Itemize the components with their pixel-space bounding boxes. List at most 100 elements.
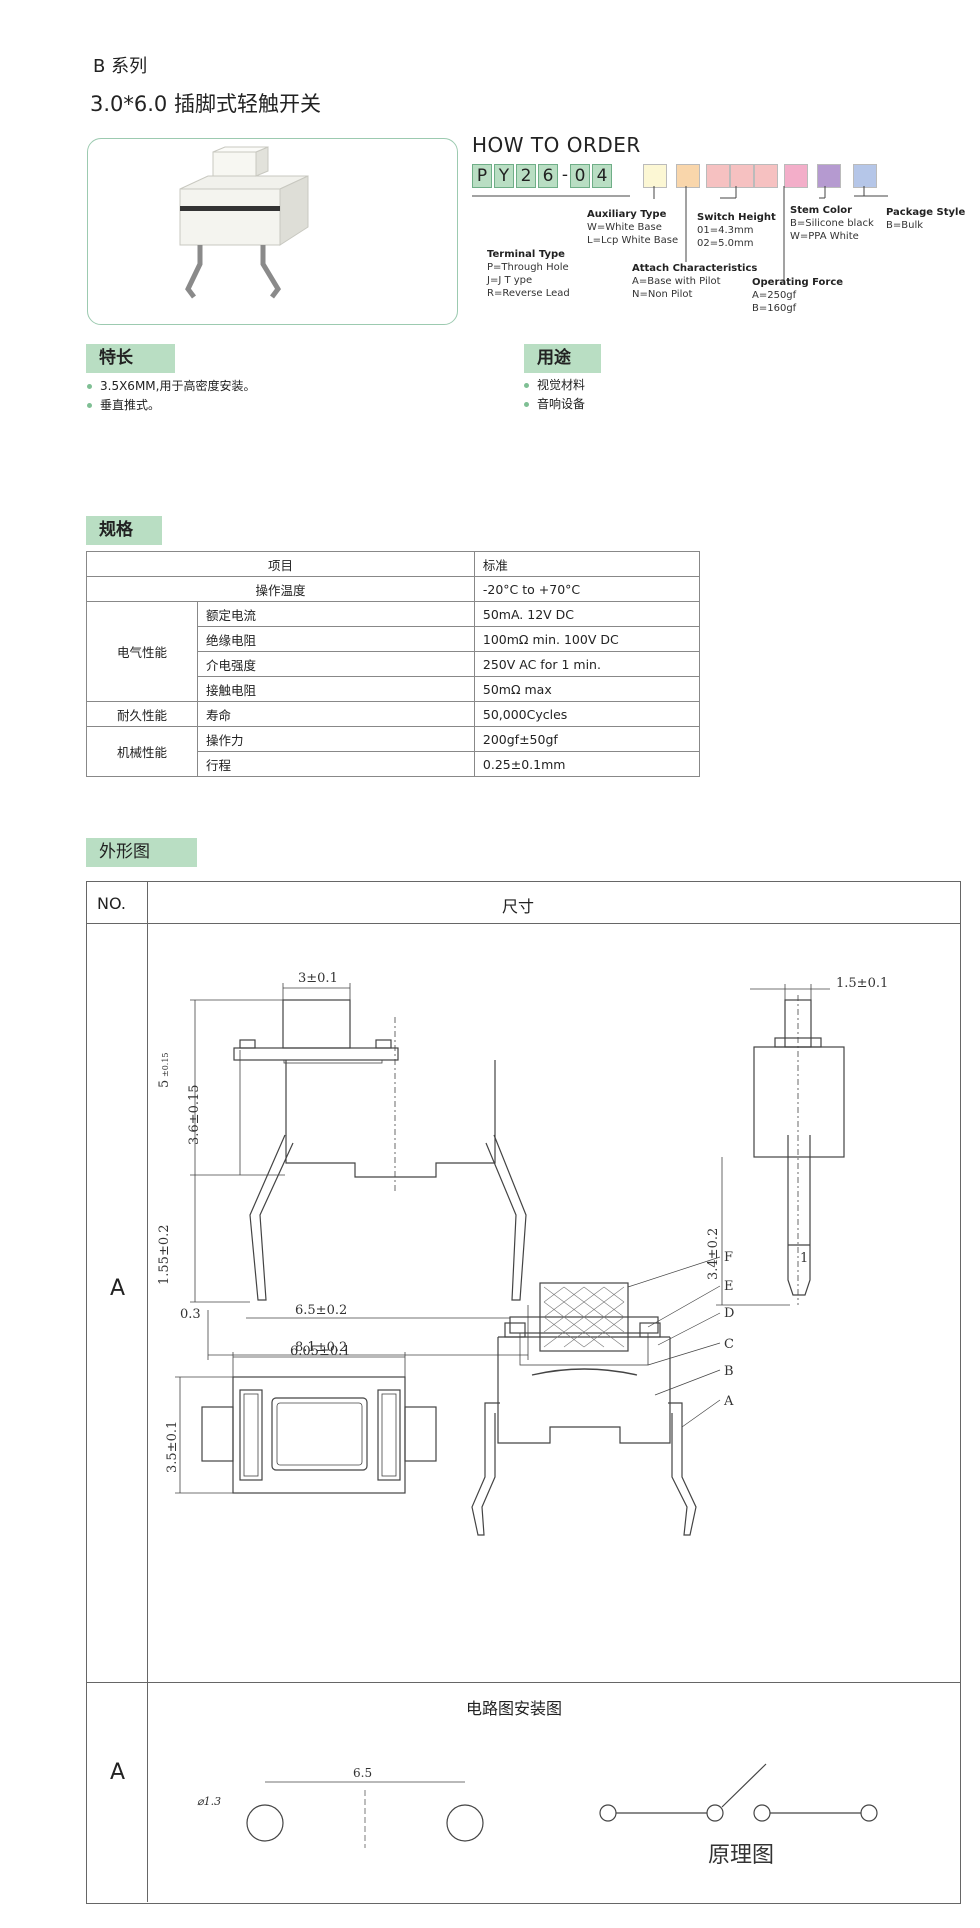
switch-illustration [179,146,309,299]
item-cell: 额定电流 [197,601,475,627]
dim-total-height-tol: ±0.15 [161,1052,170,1077]
order-slot [676,164,700,188]
list-item: 垂直推式。 [87,396,255,415]
code-char: 4 [592,164,612,188]
code-char: 0 [570,164,590,188]
value-cell: 200gf±50gf [473,726,701,752]
row-label: A [110,1276,126,1301]
item-cell: 寿命 [197,701,475,727]
item-cell: 操作温度 [86,576,475,602]
part-label: E [724,1279,734,1294]
code-char: 2 [516,164,536,188]
group-cell: 耐久性能 [86,701,198,727]
product-photo-frame [87,138,458,325]
value-cell: 250V AC for 1 min. [473,651,701,677]
spec-table: 项目 标准 操作温度 -20°C to +70°C 电气性能 额定电流 50mA… [86,551,701,777]
features-list: 3.5X6MM,用于高密度安装。 垂直推式。 [87,377,255,415]
dimension-drawing: 3±0.1 1.5±0.1 5 ±0.15 3.6±0.15 1.55±0.2 … [157,971,888,1536]
dim-bottom-height: 3.5±0.1 [165,1421,180,1473]
how-to-order-title: HOW TO ORDER [472,133,641,157]
dim-lead-height: 1.55±0.2 [157,1224,172,1285]
order-slot [853,164,877,188]
outline-tag: 外形图 [86,838,197,867]
dim-side-width: 1.5±0.1 [836,976,888,991]
terminal-type-label: Terminal Type P=Through Hole J=J T ype R… [487,249,570,299]
group-cell: 机械性能 [86,726,198,777]
list-item: 音响设备 [524,395,585,414]
item-cell: 介电强度 [197,651,475,677]
part-label: A [723,1394,734,1409]
order-slot [706,164,730,188]
row-label: A [110,1760,126,1785]
part-label: B [724,1364,734,1379]
value-cell: 0.25±0.1mm [473,751,701,777]
value-cell: 50mΩ max [473,676,701,702]
usage-list: 视觉材料 音响设备 [524,376,585,414]
dim-body-height: 3.6±0.15 [187,1084,202,1145]
order-slot [754,164,778,188]
stem-color-label: Stem Color B=Silicone black W=PPA White [790,205,874,242]
switch-height-label: Switch Height 01=4.3mm 02=5.0mm [697,212,776,249]
part-label: F [724,1250,733,1265]
order-slot [817,164,841,188]
col-size-header: 尺寸 [502,897,535,916]
code-char: 6 [538,164,558,188]
part-label: C [724,1337,734,1352]
code-char: Y [494,164,514,188]
table-row: 行程 0.25±0.1mm [87,751,701,777]
item-cell: 接触电阻 [197,676,475,702]
code-char: P [472,164,492,188]
column-divider [147,881,148,1902]
table-row: 电气性能 额定电流 50mA. 12V DC [86,601,701,702]
dim-side-lead: 3.4±0.2 [706,1228,721,1280]
circuit-title: 电路图安装图 [466,1699,563,1718]
list-item: 3.5X6MM,用于高密度安装。 [87,377,255,396]
operating-force-label: Operating Force A=250gf B=160gf [752,277,844,314]
product-title: 3.0*6.0 插脚式轻触开关 [90,92,321,116]
dim-total-height: 5 [157,1080,172,1088]
order-leader-lines [472,186,888,280]
order-code: P Y 2 6 - 0 4 [472,164,614,188]
code-dash: - [561,165,569,185]
package-style-label: Package Style B=Bulk [886,207,966,231]
series-label: B 系列 [93,56,148,77]
order-slot [784,164,808,188]
schematic-label: 原理图 [708,1843,774,1868]
dim-lead-thickness: 0.3 [180,1307,201,1322]
part-label: D [724,1306,734,1321]
header-divider [86,923,961,924]
item-cell: 行程 [197,751,475,777]
spec-tag: 规格 [86,516,162,545]
features-tag: 特长 [86,344,175,373]
attach-characteristics-label: Attach Characteristics A=Base with Pilot… [632,263,758,300]
dim-span: 8.1±0.2 [295,1340,347,1355]
dim-pitch: 6.5±0.2 [295,1303,347,1318]
header-cell: 标准 [473,551,701,577]
table-row: 机械性能 操作力 200gf±50gf [86,726,701,777]
hole-pitch: 6.5 [353,1766,372,1780]
group-cell: 电气性能 [86,601,198,702]
value-cell: 50,000Cycles [473,701,701,727]
header-cell: 项目 [86,551,475,577]
table-header: 项目 标准 [86,551,701,577]
hole-diameter: ⌀1.3 [197,1795,221,1808]
item-cell: 操作力 [197,726,475,752]
value-cell: -20°C to +70°C [473,576,701,602]
table-row: 操作温度 -20°C to +70°C [86,576,701,602]
row-divider [86,1682,961,1683]
item-cell: 绝缘电阻 [197,626,475,652]
list-item: 视觉材料 [524,376,585,395]
auxiliary-type-label: Auxiliary Type W=White Base L=Lcp White … [587,209,679,246]
dim-bottom-width: 6.05±0.1 [290,1344,351,1359]
circuit-drawing: ⌀1.3 6.5 原理图 [197,1763,878,1868]
table-row: 绝缘电阻 100mΩ min. 100V DC [87,626,701,652]
dim-side-tip: 1 [800,1251,808,1266]
table-row: 接触电阻 50mΩ max [87,676,701,702]
outline-frame [86,881,961,1904]
dim-top-width: 3±0.1 [298,971,338,986]
col-no-header: NO. [97,894,126,913]
order-slot [643,164,667,188]
table-row: 耐久性能 寿命 50,000Cycles [86,701,701,727]
usage-tag: 用途 [524,344,601,373]
value-cell: 50mA. 12V DC [473,601,701,627]
